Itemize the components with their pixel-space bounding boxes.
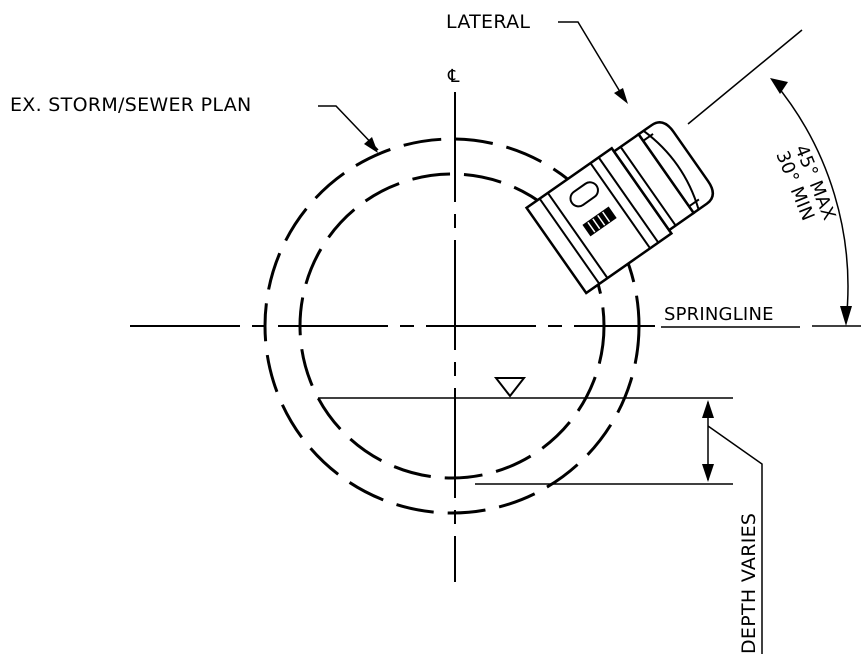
pipe-outer-wall bbox=[263, 137, 641, 515]
pipe-leader-arrowhead bbox=[364, 137, 378, 153]
clamp-window bbox=[569, 181, 599, 208]
hub-step-top bbox=[642, 133, 654, 142]
inverted-triangle-icon bbox=[493, 377, 527, 398]
depth-arrow-bottom bbox=[702, 464, 714, 482]
cap-line-1 bbox=[619, 146, 677, 227]
connector-band-2 bbox=[547, 192, 609, 279]
connector-band-1 bbox=[538, 198, 601, 285]
connector-hub bbox=[636, 121, 715, 215]
lateral-leader-arrowhead bbox=[614, 88, 628, 104]
saddle-connector-icon bbox=[524, 121, 715, 295]
worm-gear bbox=[582, 206, 617, 237]
pipe-label: EX. STORM/SEWER PLAN bbox=[10, 94, 252, 116]
hub-step-bottom bbox=[688, 198, 700, 208]
angle-arc bbox=[773, 81, 849, 323]
depth-arrow-top bbox=[702, 400, 714, 418]
lateral-leader bbox=[558, 21, 626, 101]
depth-label: DEPTH VARIES bbox=[738, 513, 760, 654]
angle-arc-arrow-bottom bbox=[840, 306, 852, 326]
springline-label: SPRINGLINE bbox=[664, 304, 774, 325]
depth-leader bbox=[707, 425, 763, 654]
connector-band-4 bbox=[597, 156, 660, 244]
pipe-inner-wall bbox=[298, 172, 606, 480]
lateral-axis-extension bbox=[687, 29, 803, 125]
hub-inner-curve bbox=[642, 130, 700, 210]
connector-band-3 bbox=[589, 162, 651, 249]
lateral-label: LATERAL bbox=[446, 11, 530, 33]
centerline-symbol: ℄ bbox=[447, 66, 460, 87]
pipe-leader bbox=[318, 105, 379, 151]
angle-arc-arrow-top bbox=[770, 78, 788, 94]
